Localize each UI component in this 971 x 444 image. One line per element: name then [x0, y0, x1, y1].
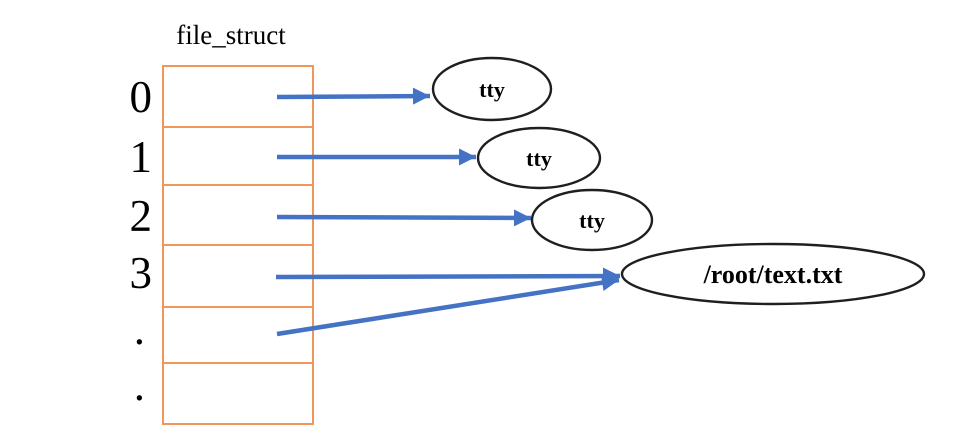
pointer-arrow-fd0	[276, 87, 431, 105]
node-label-tty-2: tty	[579, 208, 605, 233]
node-ellipse-tty-2	[530, 188, 654, 252]
pointer-arrow-fd3	[275, 267, 621, 285]
node-label-tty-0: tty	[479, 77, 505, 102]
row-label-dot-1: .	[134, 304, 145, 354]
node-ellipse-tty-0	[431, 56, 553, 122]
pointer-arrow-fd2	[276, 209, 532, 227]
row-label-3: 3	[130, 248, 153, 298]
row-label-1: 1	[130, 132, 153, 182]
node-label-root-text: /root/text.txt	[703, 260, 843, 289]
diagram-title: file_struct	[176, 20, 286, 50]
node-label-tty-1: tty	[526, 146, 552, 171]
row-label-dot-2: .	[134, 360, 145, 410]
row-label-2: 2	[130, 191, 153, 241]
pointer-arrow-fdn	[276, 274, 620, 337]
row-label-0: 0	[130, 72, 153, 122]
node-ellipse-root-text	[620, 242, 926, 306]
node-ellipse-tty-1	[476, 126, 602, 190]
